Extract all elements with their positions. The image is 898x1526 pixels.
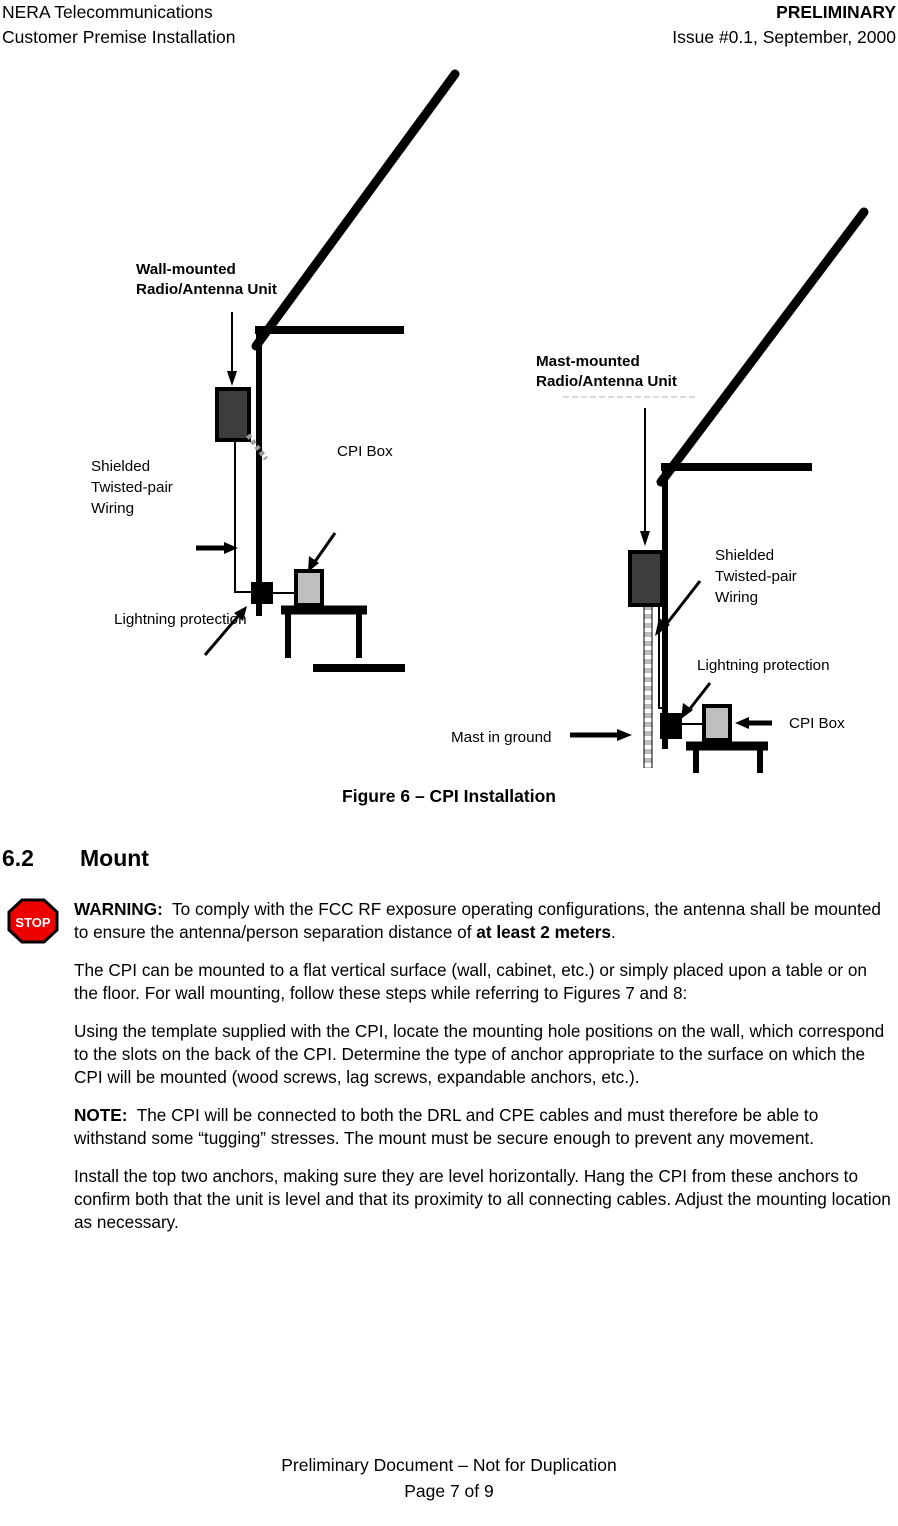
header-company-name: NERA Telecommunications xyxy=(2,2,213,22)
wall-penetration-cable-left xyxy=(246,433,268,461)
stop-octagon-svg: STOP xyxy=(7,898,59,944)
stop-sign-icon: STOP xyxy=(6,897,60,945)
arrow-to-wiring-right xyxy=(663,580,702,627)
warning-text-part1: To comply with the FCC RF exposure opera… xyxy=(74,899,881,943)
arrowhead-to-radio-unit-left xyxy=(227,371,237,386)
warning-spacer xyxy=(163,899,172,919)
left-diagram-group: Wall-mounted Radio/Antenna Unit Shielded… xyxy=(91,69,460,672)
label-wall-mounted-line2: Radio/Antenna Unit xyxy=(136,281,277,298)
label-lightning-left: Lightning protection xyxy=(114,611,247,628)
cpi-installation-diagram: Wall-mounted Radio/Antenna Unit Shielded… xyxy=(91,69,869,773)
paragraph-4: Install the top two anchors, making sure… xyxy=(74,1165,891,1233)
label-shielded-right-line3: Wiring xyxy=(715,589,758,606)
label-lightning-right: Lightning protection xyxy=(697,657,830,674)
page-footer: Preliminary Document – Not for Duplicati… xyxy=(0,1452,898,1504)
paragraph-2: Using the template supplied with the CPI… xyxy=(74,1020,885,1088)
right-diagram-group: Mast-mounted Radio/Antenna Unit Shielded… xyxy=(451,207,869,773)
twisted-pair-wiring-left xyxy=(234,440,252,593)
body-content: WARNING: To comply with the FCC RF expos… xyxy=(74,898,892,1235)
paragraph-1: The CPI can be mounted to a flat vertica… xyxy=(74,959,867,1004)
footer-line-1: Preliminary Document – Not for Duplicati… xyxy=(281,1455,617,1475)
note-text: The CPI will be connected to both the DR… xyxy=(74,1104,819,1149)
arrowhead-to-lightning-left xyxy=(234,606,247,621)
twisted-pair-wiring-right xyxy=(658,605,665,709)
label-shielded-left-line3: Wiring xyxy=(91,500,134,517)
stop-octagon-shape xyxy=(7,898,59,944)
header-row-2: Customer Premise Installation Issue #0.1… xyxy=(0,25,898,50)
roof-line-right xyxy=(656,207,869,487)
figure-6-cpi-installation: Wall-mounted Radio/Antenna Unit Shielded… xyxy=(0,58,898,773)
label-mast-mounted-line1: Mast-mounted xyxy=(536,353,640,370)
cpi-box-right xyxy=(702,704,732,742)
warning-text-part2: . xyxy=(611,922,616,943)
note-spacer xyxy=(127,1105,136,1125)
header-issue-date: Issue #0.1, September, 2000 xyxy=(672,27,896,47)
label-wall-mounted-line1: Wall-mounted xyxy=(136,261,236,278)
label-shielded-right-line2: Twisted-pair xyxy=(715,568,797,585)
label-shielded-left-line2: Twisted-pair xyxy=(91,479,173,496)
label-mast-mounted-line2: Radio/Antenna Unit xyxy=(536,373,677,390)
header-status-preliminary: PRELIMINARY xyxy=(776,2,896,22)
stop-sign-text: STOP xyxy=(15,915,50,930)
arrowhead-to-cpi-box-left xyxy=(308,556,319,572)
arrowhead-to-mast-right xyxy=(617,729,632,741)
lightning-protection-block-left xyxy=(251,582,273,604)
cpi-box-left xyxy=(294,569,324,607)
warning-label: WARNING: xyxy=(74,899,163,919)
section-heading: 6.2 Mount xyxy=(2,845,602,872)
lightning-protection-block-right xyxy=(660,713,682,739)
label-shielded-left-line1: Shielded xyxy=(91,458,150,475)
header-row-1: NERA Telecommunications PRELIMINARY xyxy=(0,0,898,25)
warning-text-emphasis: at least 2 meters xyxy=(476,922,611,943)
roof-line-left xyxy=(251,69,460,351)
arrow-to-cpi-box-left xyxy=(312,532,337,564)
radio-antenna-unit-right xyxy=(628,550,664,607)
footer-page-number: Page 7 of 9 xyxy=(404,1481,494,1501)
arrow-to-lightning-left xyxy=(203,613,242,656)
header-document-subtitle: Customer Premise Installation xyxy=(2,27,236,47)
section-title: Mount xyxy=(80,845,149,871)
arrowhead-to-lightning-right xyxy=(681,703,693,719)
figure-caption: Figure 6 – CPI Installation xyxy=(342,786,556,806)
arrow-to-lightning-right xyxy=(687,682,712,711)
warning-paragraph: WARNING: To comply with the FCC RF expos… xyxy=(74,898,892,945)
note-label: NOTE: xyxy=(74,1104,128,1125)
page-header: NERA Telecommunications PRELIMINARY Cust… xyxy=(0,0,898,52)
arrowhead-to-wiring-right xyxy=(655,618,670,636)
label-cpi-box-left: CPI Box xyxy=(337,443,393,460)
arrowhead-to-radio-unit-right xyxy=(640,531,650,546)
label-shielded-right-line1: Shielded xyxy=(715,547,774,564)
arrowhead-to-wiring-left xyxy=(224,542,238,554)
radio-antenna-unit-left xyxy=(215,387,251,442)
note-paragraph: NOTE: The CPI will be connected to both … xyxy=(74,1104,892,1151)
label-mast-in-ground: Mast in ground xyxy=(451,729,551,746)
label-cpi-box-right: CPI Box xyxy=(789,715,845,732)
section-number: 6.2 xyxy=(2,845,34,871)
arrowhead-to-cpi-box-right xyxy=(735,717,749,729)
